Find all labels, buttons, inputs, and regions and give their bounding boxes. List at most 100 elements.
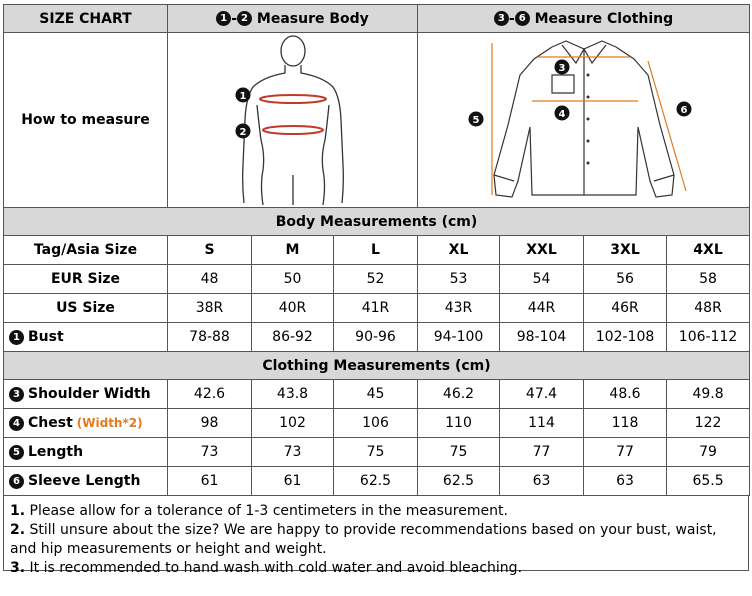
- note-text: Please allow for a tolerance of 1-3 cent…: [25, 503, 508, 519]
- table-cell: 62.5: [332, 466, 419, 496]
- table-cell: 54: [499, 264, 585, 294]
- how-to-measure-label: How to measure: [3, 32, 168, 208]
- shirt-marker-3: [554, 59, 570, 75]
- table-cell: 110: [417, 408, 501, 438]
- table-cell: 98-104: [499, 322, 585, 352]
- shirt-marker-5-text: 5: [472, 115, 479, 126]
- table-cell: 77: [499, 437, 585, 467]
- size-l: L: [332, 235, 419, 265]
- eur-size-label: EUR Size: [3, 264, 168, 294]
- measure-body-header: 1-2 Measure Body: [166, 4, 419, 33]
- table-cell: 53: [417, 264, 501, 294]
- table-cell: 90-96: [332, 322, 419, 352]
- measure-clothing-header: 3-6 Measure Clothing: [417, 4, 751, 33]
- table-cell: 79: [666, 437, 751, 467]
- table-cell: 48R: [666, 293, 751, 323]
- table-cell: 118: [583, 408, 668, 438]
- badge-6-icon: 6: [514, 11, 530, 26]
- note-number: 3.: [10, 560, 26, 576]
- shirt-marker-3-text: 3: [558, 63, 565, 74]
- shirt-diagram-cell: 3 4 5 6: [417, 32, 751, 208]
- size-xxl: XXL: [499, 235, 585, 265]
- body-marker-2: [235, 123, 250, 139]
- table-cell: 58: [666, 264, 751, 294]
- table-cell: 48.6: [583, 379, 668, 409]
- note-item: 2. Still unsure about the size? We are h…: [10, 521, 742, 559]
- note-item: 3. It is recommended to hand wash with c…: [10, 559, 742, 578]
- table-cell: 43R: [417, 293, 501, 323]
- measure-body-label: Measure Body: [256, 10, 369, 27]
- body-marker-1: [235, 87, 250, 103]
- table-cell: 46.2: [417, 379, 501, 409]
- table-row: EUR Size 48 50 52 53 54 56 58: [3, 264, 751, 294]
- size-chart-table: SIZE CHART 1-2 Measure Body 3-6 Measure …: [2, 4, 751, 496]
- table-cell: 114: [499, 408, 585, 438]
- table-cell: 63: [499, 466, 585, 496]
- shoulder-width-label: Shoulder Width: [28, 386, 151, 402]
- table-cell: 38R: [167, 293, 252, 323]
- body-measurements-title: Body Measurements (cm): [2, 207, 751, 236]
- badge-3-icon: 3: [9, 386, 24, 402]
- table-cell: 52: [332, 264, 419, 294]
- table-cell: 61: [167, 466, 252, 496]
- table-cell: 102-108: [583, 322, 668, 352]
- table-cell: 40R: [251, 293, 334, 323]
- table-cell: 75: [332, 437, 419, 467]
- size-s: S: [167, 235, 252, 265]
- size-4xl: 4XL: [666, 235, 751, 265]
- table-cell: 94-100: [417, 322, 501, 352]
- table-cell: 50: [251, 264, 334, 294]
- table-cell: 65.5: [666, 466, 751, 496]
- table-cell: 98: [167, 408, 252, 438]
- badge-3-icon: 3: [493, 11, 509, 26]
- body-diagram-cell: 1 2: [166, 32, 419, 208]
- badge-2-icon: 2: [237, 11, 253, 26]
- size-m: M: [251, 235, 334, 265]
- length-label: Length: [28, 444, 84, 460]
- table-cell: 86-92: [251, 322, 334, 352]
- table-cell: 106-112: [666, 322, 751, 352]
- table-cell: 62.5: [417, 466, 501, 496]
- size-header-row: Tag/Asia Size S M L XL XXL 3XL 4XL: [3, 235, 751, 265]
- table-cell: 63: [583, 466, 668, 496]
- badge-separator: -: [508, 10, 515, 27]
- note-item: 1. Please allow for a tolerance of 1-3 c…: [10, 502, 742, 521]
- table-row: US Size 38R 40R 41R 43R 44R 46R 48R: [3, 293, 751, 323]
- sleeve-length-label: Sleeve Length: [28, 473, 141, 489]
- table-cell: 73: [251, 437, 334, 467]
- badge-6-icon: 6: [9, 473, 24, 489]
- table-cell: 77: [583, 437, 668, 467]
- size-chart: SIZE CHART 1-2 Measure Body 3-6 Measure …: [2, 4, 751, 591]
- shirt-marker-4-text: 4: [558, 109, 565, 120]
- shirt-diagram-icon: 3 4 5 6: [468, 40, 692, 198]
- size-xl: XL: [417, 235, 501, 265]
- body-marker-2-text: 2: [239, 127, 246, 138]
- table-cell: 47.4: [499, 379, 585, 409]
- table-cell: 43.8: [251, 379, 334, 409]
- table-cell: 49.8: [666, 379, 751, 409]
- note-number: 2.: [10, 522, 26, 538]
- note-text: Still unsure about the size? We are happ…: [10, 522, 717, 557]
- table-cell: 61: [251, 466, 334, 496]
- table-cell: 48: [167, 264, 252, 294]
- notes-section: 1. Please allow for a tolerance of 1-3 c…: [3, 496, 749, 576]
- shirt-marker-6-text: 6: [680, 105, 687, 116]
- body-marker-1-text: 1: [239, 91, 246, 102]
- table-cell: 45: [332, 379, 419, 409]
- size-header-label: Tag/Asia Size: [3, 235, 168, 265]
- shirt-marker-6: [676, 101, 692, 117]
- table-cell: 75: [417, 437, 501, 467]
- table-cell: 106: [332, 408, 419, 438]
- size-chart-title: SIZE CHART: [3, 4, 168, 33]
- badge-separator: -: [231, 10, 238, 27]
- table-cell: 102: [251, 408, 334, 438]
- table-cell: 44R: [499, 293, 585, 323]
